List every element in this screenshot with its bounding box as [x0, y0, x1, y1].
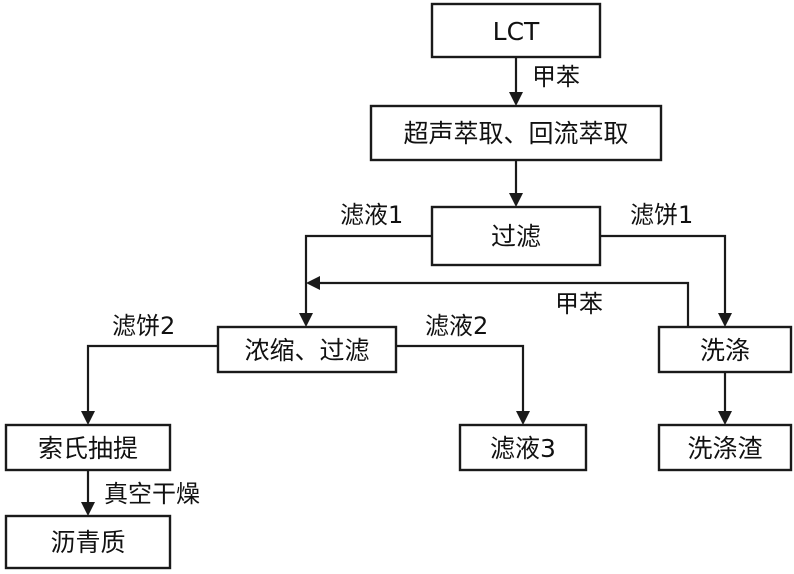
edge-filter-cake2: [86, 344, 218, 413]
label-filter-cake2: 滤饼2: [112, 312, 175, 340]
arrow-filtrate2: [516, 411, 530, 425]
edge-filtrate2: [396, 344, 525, 413]
node-extraction: 超声萃取、回流萃取: [369, 104, 663, 162]
node-soxhlet: 索氏抽提: [4, 423, 172, 472]
node-wash-residue-label: 洗涤渣: [687, 434, 762, 463]
arrow-filter-cake1: [718, 313, 732, 327]
node-concentrate-filter-label: 浓缩、过滤: [244, 336, 369, 365]
edge-filter-cake1: [600, 234, 727, 315]
arrow-washing-to-residue: [718, 411, 732, 425]
node-asphaltene-label: 沥青质: [50, 528, 125, 557]
node-wash-residue: 洗涤渣: [657, 423, 793, 472]
label-vacuum-dry: 真空干燥: [104, 480, 200, 508]
arrow-filter-cake2: [81, 411, 95, 425]
node-washing: 洗涤: [657, 325, 793, 374]
arrow-lct-to-extraction: [509, 92, 523, 106]
arrow-toluene-recycle: [306, 276, 320, 290]
label-filter-cake1: 滤饼1: [630, 201, 693, 229]
node-concentrate-filter: 浓缩、过滤: [216, 325, 398, 374]
node-lct: LCT: [430, 2, 602, 59]
node-soxhlet-label: 索氏抽提: [38, 434, 138, 463]
arrow-extraction-to-filtration: [509, 193, 523, 207]
node-filtration: 过滤: [430, 205, 602, 267]
edge-filtrate1: [304, 234, 432, 315]
arrow-soxhlet-to-asphaltene: [81, 502, 95, 516]
node-extraction-label: 超声萃取、回流萃取: [403, 119, 628, 148]
arrow-filtrate1: [299, 313, 313, 327]
label-filtrate1: 滤液1: [340, 201, 403, 229]
node-filtrate3: 滤液3: [458, 423, 588, 472]
node-asphaltene: 沥青质: [4, 514, 172, 570]
edge-toluene-recycle: [318, 281, 690, 327]
node-washing-label: 洗涤: [700, 336, 750, 365]
label-toluene-in: 甲苯: [532, 63, 580, 91]
node-filtration-label: 过滤: [491, 222, 541, 251]
connectors: [81, 57, 732, 516]
node-lct-label: LCT: [493, 17, 540, 46]
node-filtrate3-label: 滤液3: [490, 434, 556, 463]
label-toluene-recycle: 甲苯: [555, 290, 603, 318]
label-filtrate2: 滤液2: [425, 312, 488, 340]
